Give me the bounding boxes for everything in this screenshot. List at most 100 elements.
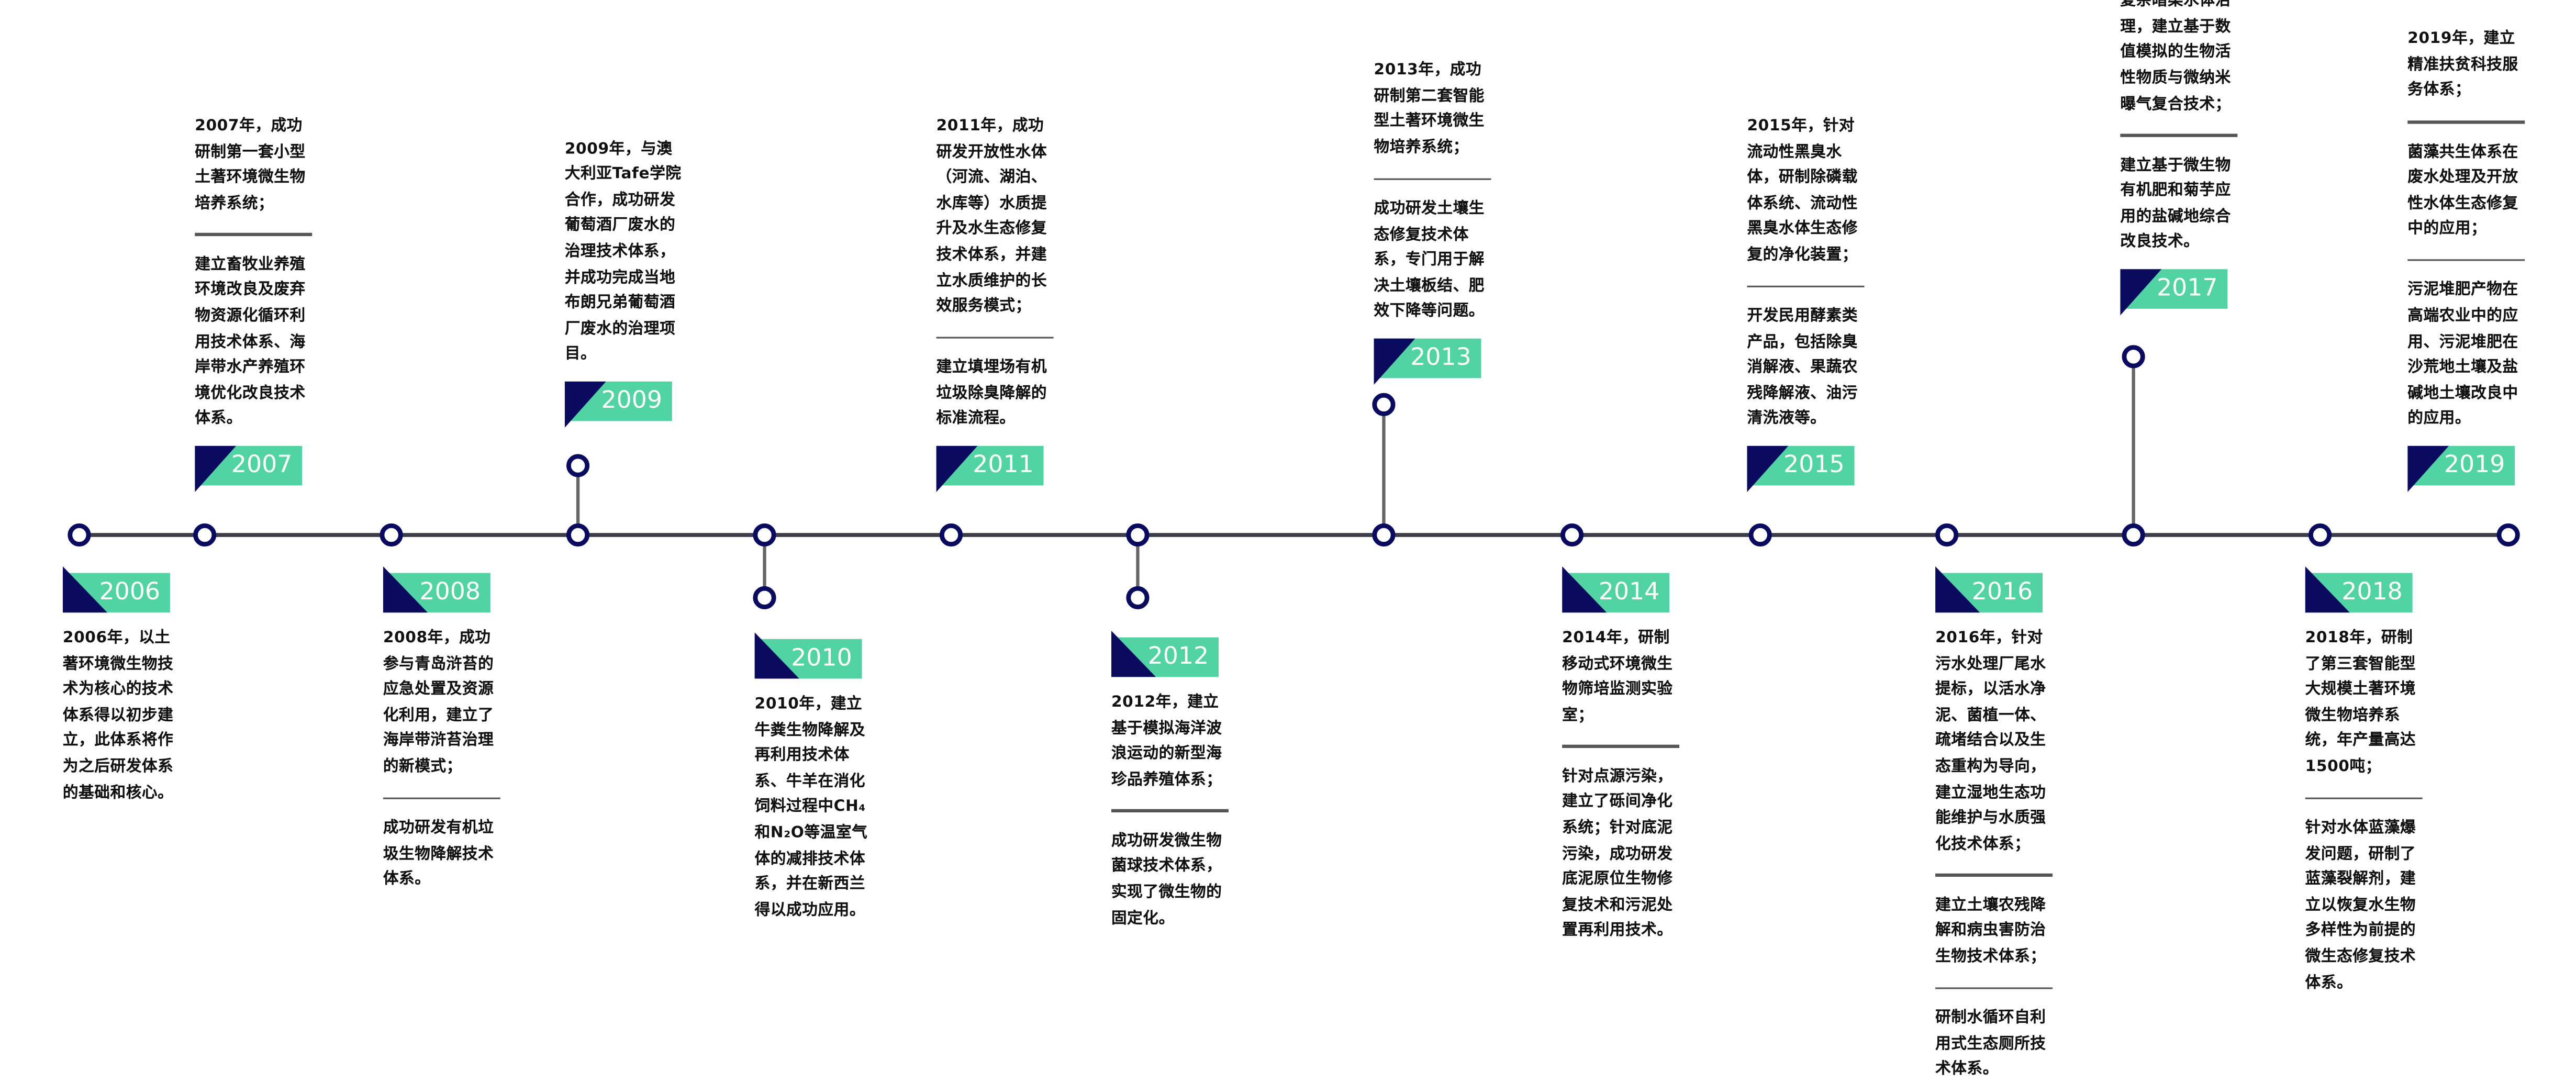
- divider: [1935, 987, 2053, 989]
- timeline-dot-2016[interactable]: [1935, 523, 1959, 547]
- year-badge: 2007: [195, 445, 303, 493]
- year-label: 2013: [1410, 345, 1471, 372]
- divider: [1374, 177, 1491, 180]
- event-description: 成功研发土壤生态修复技术体系，专门用于解决土壤板结、肥效下降等问题。: [1374, 199, 1485, 321]
- badge-shape-icon: [1562, 566, 1670, 613]
- year-label: 2008: [419, 579, 481, 606]
- year-label: 2012: [1147, 644, 1209, 671]
- badge-shape-icon: [1935, 566, 2043, 613]
- event-description: 2007年，成功研制第一套小型土著环境微生物培养系统；: [195, 117, 306, 213]
- year-badge: 2019: [2407, 445, 2515, 493]
- event-description: 2015年，针对流动性黑臭水体，研制除磷载体系统、流动性黑臭水体生态修复的净化装…: [1747, 117, 1858, 264]
- event-description: 2013年，成功研制第二套智能型土著环境微生物培养系统；: [1374, 61, 1485, 157]
- raised-dot-marker: [753, 586, 776, 610]
- event-description: 2018年，研制了第三套智能型大规模土著环境微生物培养系统，年产量高达1500吨…: [2305, 629, 2416, 776]
- event-2017: 2017年，针对复杂暗渠水体治理，建立基于数值模拟的生物活性物质与微纳米曝气复合…: [2120, 0, 2238, 316]
- badge-shape-icon: [1111, 631, 1219, 677]
- year-badge: 2016: [1935, 566, 2043, 613]
- event-description: 成功研发有机垃圾生物降解技术体系。: [383, 819, 494, 889]
- event-description: 污泥堆肥产物在高端农业中的应用、污泥堆肥在沙荒地土壤及盐碱地土壤改良中的应用。: [2407, 281, 2518, 429]
- divider: [2120, 133, 2238, 137]
- event-2013: 2013年，成功研制第二套智能型土著环境微生物培养系统； 成功研发土壤生态修复技术…: [1374, 58, 1491, 385]
- timeline-dot-2013[interactable]: [1372, 523, 1396, 547]
- timeline-dot-2010[interactable]: [753, 523, 776, 547]
- timeline-dot-2011[interactable]: [939, 523, 963, 547]
- event-description: 研制水循环自利用式生态厕所技术体系。: [1935, 1009, 2046, 1079]
- timeline-dot-2008[interactable]: [380, 523, 403, 547]
- event-2018: 2018 2018年，研制了第三套智能型大规模土著环境微生物培养系统，年产量高达1…: [2305, 566, 2423, 996]
- year-label: 2009: [601, 388, 662, 415]
- divider: [1747, 285, 1865, 287]
- year-badge: 2015: [1747, 445, 1855, 493]
- year-label: 2014: [1598, 579, 1660, 606]
- timeline-axis: [68, 345, 2520, 610]
- raised-dot-marker: [1126, 586, 1150, 610]
- divider: [1562, 745, 1680, 748]
- year-label: 2006: [99, 579, 160, 606]
- year-label: 2019: [2444, 452, 2505, 479]
- year-badge: 2010: [754, 632, 862, 679]
- year-badge: 2008: [383, 566, 490, 613]
- timeline-dot-2015[interactable]: [1748, 523, 1772, 547]
- year-badge: 2009: [564, 381, 672, 428]
- badge-shape-icon: [1747, 445, 1855, 493]
- event-description: 建立土壤农残降解和病虫害防治生物技术体系；: [1935, 896, 2046, 966]
- badge-shape-icon: [2120, 269, 2228, 316]
- timeline-dot-2017[interactable]: [2122, 523, 2145, 547]
- year-label: 2011: [973, 452, 1034, 479]
- year-label: 2016: [1971, 579, 2033, 606]
- event-description: 建立基于微生物有机肥和菊芋应用的盐碱地综合改良技术。: [2120, 156, 2231, 252]
- event-2011: 2011年，成功研发开放性水体（河流、湖泊、水库等）水质提升及水生态修复技术体系…: [936, 114, 1054, 493]
- timeline-dot-2006[interactable]: [68, 523, 91, 547]
- timeline-dot-2014[interactable]: [1560, 523, 1584, 547]
- year-badge: 2006: [62, 566, 170, 613]
- event-description: 2016年，针对污水处理厂尾水提标，以活水净泥、菌植一体、疏堵结合以及生态重构为…: [1935, 629, 2046, 854]
- divider: [1111, 809, 1229, 812]
- divider: [195, 233, 313, 236]
- badge-shape-icon: [1374, 338, 1481, 385]
- year-badge: 2017: [2120, 269, 2228, 316]
- event-2007: 2007年，成功研制第一套小型土著环境微生物培养系统； 建立畜牧业养殖环境改良及废…: [195, 114, 313, 493]
- divider: [2305, 797, 2423, 799]
- divider: [1935, 874, 2053, 877]
- timeline-dot-2018[interactable]: [2308, 523, 2332, 547]
- event-description: 2009年，与澳大利亚Tafe学院合作，成功研发葡萄酒厂废水的治理技术体系，并成…: [564, 140, 682, 364]
- event-2015: 2015年，针对流动性黑臭水体，研制除磷载体系统、流动性黑臭水体生态修复的净化装…: [1747, 114, 1865, 493]
- badge-shape-icon: [2305, 566, 2413, 613]
- event-description: 2017年，针对复杂暗渠水体治理，建立基于数值模拟的生物活性物质与微纳米曝气复合…: [2120, 0, 2231, 114]
- badge-shape-icon: [2407, 445, 2515, 493]
- timeline-dot-2019[interactable]: [2496, 523, 2520, 547]
- badge-shape-icon: [754, 632, 862, 679]
- raised-dot-marker: [2122, 345, 2145, 369]
- year-badge: 2013: [1374, 338, 1481, 385]
- event-description: 2012年，建立基于模拟海洋波浪运动的新型海珍品养殖体系；: [1111, 693, 1222, 789]
- event-description: 菌藻共生体系在废水处理及开放性水体生态修复中的应用；: [2407, 143, 2518, 239]
- year-label: 2018: [2341, 579, 2403, 606]
- event-description: 建立畜牧业养殖环境改良及废弃物资源化循环利用技术体系、海岸带水产养殖环境优化改良…: [195, 255, 306, 429]
- event-description: 2014年，研制移动式环境微生物筛培监测实验室；: [1562, 629, 1673, 725]
- year-badge: 2011: [936, 445, 1044, 493]
- event-description: 2006年，以土著环境微生物技术为核心的技术体系得以初步建立，此体系将作为之后研…: [62, 629, 174, 802]
- divider: [2407, 120, 2525, 124]
- event-description: 开发民用酵素类产品，包括除臭消解液、果蔬农残降解液、油污清洗液等。: [1747, 307, 1858, 429]
- divider: [936, 336, 1054, 339]
- event-description: 2019年，建立精准扶贫科技服务体系；: [2407, 30, 2518, 100]
- year-badge: 2014: [1562, 566, 1670, 613]
- year-label: 2017: [2157, 275, 2218, 303]
- event-2019: 2019年，建立精准扶贫科技服务体系； 菌藻共生体系在废水处理及开放性水体生态修复…: [2407, 27, 2525, 493]
- timeline-dot-2012[interactable]: [1126, 523, 1150, 547]
- event-2016: 2016 2016年，针对污水处理厂尾水提标，以活水净泥、菌植一体、疏堵结合以及生…: [1935, 566, 2053, 1083]
- event-description: 建立填埋场有机垃圾除臭降解的标准流程。: [936, 359, 1047, 429]
- year-badge: 2012: [1111, 631, 1219, 677]
- year-badge: 2018: [2305, 566, 2413, 613]
- raised-dot-marker: [566, 454, 590, 477]
- timeline-dot-2007[interactable]: [193, 523, 217, 547]
- badge-shape-icon: [195, 445, 303, 493]
- timeline-dot-2009[interactable]: [566, 523, 590, 547]
- badge-shape-icon: [62, 566, 170, 613]
- event-description: 针对水体蓝藻爆发问题，研制了蓝藻裂解剂，建立以恢复水生物多样性为前提的微生态修复…: [2305, 819, 2416, 992]
